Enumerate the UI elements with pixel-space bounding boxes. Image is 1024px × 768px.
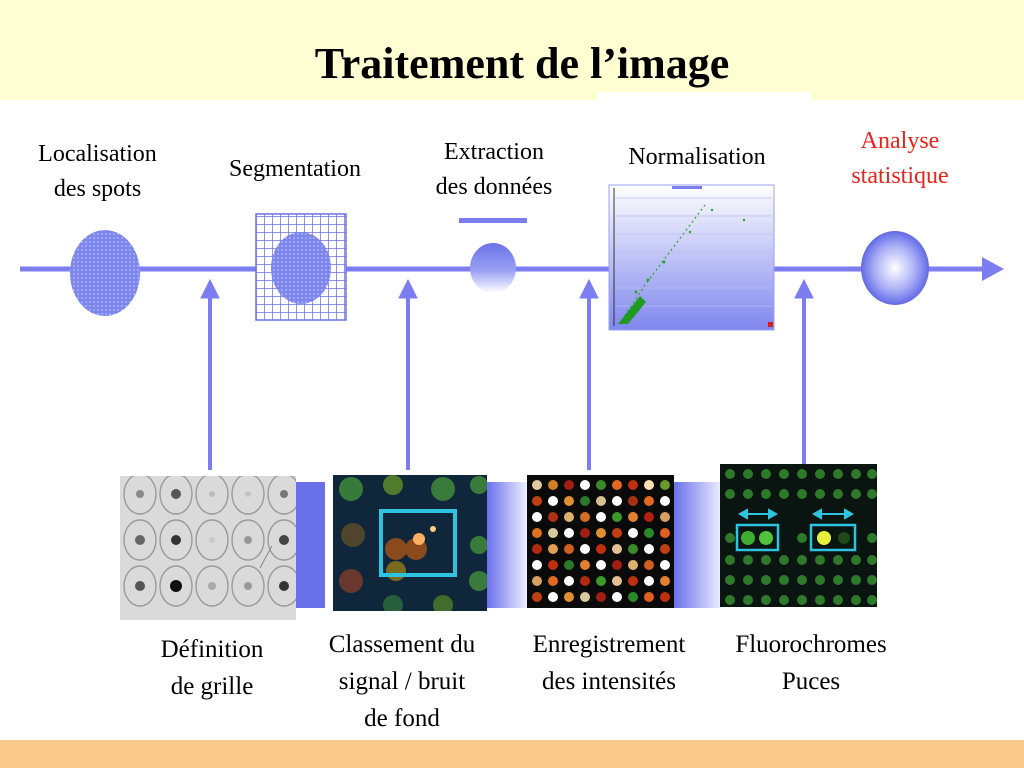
- intensity-recording-image: [527, 475, 674, 608]
- spot-icon: [70, 230, 140, 316]
- step-label-normalisation-line1: Normalisation: [628, 144, 766, 170]
- input-label-signal-line3: de fond: [364, 705, 440, 732]
- step-label-localisation: Localisation des spots: [10, 137, 185, 207]
- step-label-analyse-line1: Analyse: [860, 128, 940, 154]
- arrow-head-1: [200, 278, 220, 299]
- fluor-highlight-box-left: [735, 523, 780, 552]
- signal-background-image: [333, 475, 487, 611]
- step-label-extraction-line1: Extraction: [444, 139, 544, 165]
- band-segment-2: [487, 482, 527, 608]
- band-segment-3: [674, 482, 722, 608]
- fluorochromes-image: [720, 464, 877, 607]
- step-label-segmentation: Segmentation: [200, 152, 390, 187]
- step-label-extraction-line2: des données: [435, 174, 553, 200]
- input-label-signal: Classement du signal / bruit de fond: [302, 626, 502, 737]
- input-label-grille: Définition de grille: [122, 631, 302, 705]
- footer-band: [0, 740, 1024, 768]
- extraction-ball-icon: [470, 243, 516, 293]
- input-label-signal-line1: Classement du: [328, 631, 476, 658]
- signal-highlight-box: [379, 509, 457, 577]
- extraction-bar: [459, 218, 527, 223]
- input-label-grille-line1: Définition: [160, 636, 264, 663]
- step-label-localisation-line2: des spots: [53, 176, 142, 202]
- intensity-recording-figure: [527, 475, 674, 608]
- grid-definition-figure: [120, 476, 296, 620]
- step-label-analyse-line2: statistique: [851, 163, 949, 189]
- arrow-head-4: [794, 278, 814, 299]
- input-label-intensites-line2: des intensités: [541, 668, 676, 695]
- step-label-extraction: Extraction des données: [405, 135, 583, 205]
- segmented-spot-icon: [271, 232, 331, 304]
- step-label-segmentation-line1: Segmentation: [229, 156, 361, 182]
- grid-definition-image: [120, 476, 296, 620]
- step-label-analyse: Analyse statistique: [815, 124, 985, 194]
- analysis-sphere-icon: [861, 231, 929, 305]
- header-tab: [598, 92, 810, 104]
- arrow-head-2: [398, 278, 418, 299]
- header-band: [0, 0, 1024, 100]
- input-label-fluorochromes-line2: Puces: [781, 668, 841, 695]
- signal-background-figure: [333, 475, 487, 611]
- arrow-head-3: [579, 278, 599, 299]
- slide-title: Traitement de l’image: [314, 39, 730, 88]
- input-label-intensites-line1: Enregistrement: [532, 631, 686, 658]
- step-label-normalisation: Normalisation: [597, 140, 797, 175]
- step-label-localisation-line1: Localisation: [38, 141, 157, 167]
- input-label-intensites: Enregistrement des intensités: [508, 626, 710, 700]
- input-label-fluorochromes: Fluorochromes Puces: [710, 626, 912, 700]
- input-label-fluorochromes-line1: Fluorochromes: [735, 631, 887, 658]
- normalisation-plot-icon: [608, 184, 775, 331]
- input-label-signal-line2: signal / bruit: [338, 668, 466, 695]
- input-label-grille-line2: de grille: [170, 673, 254, 700]
- fluor-highlight-box-right: [809, 523, 857, 552]
- flow-arrowhead: [982, 257, 1004, 281]
- band-segment-1: [295, 482, 325, 608]
- fluorochromes-figure: [720, 464, 877, 607]
